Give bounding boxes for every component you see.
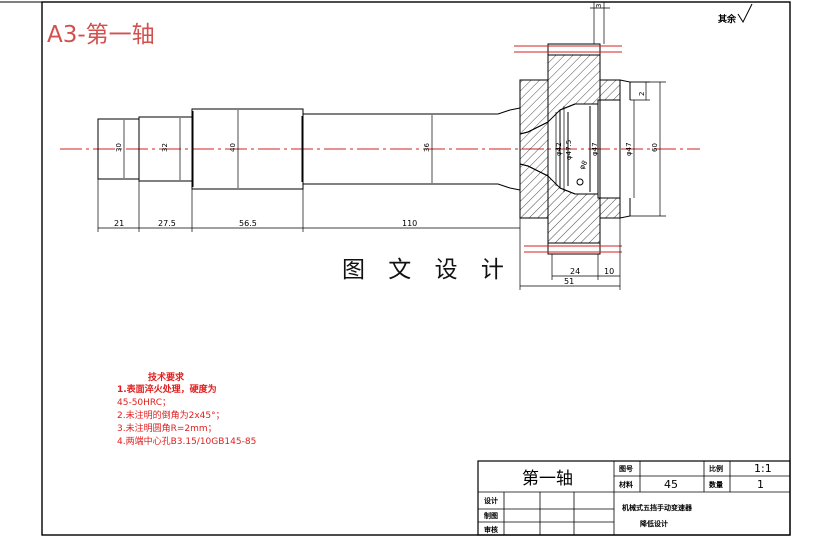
label-tuhao: 图号	[619, 464, 633, 473]
dim-l24: 24	[570, 267, 580, 276]
sheet-border	[41, 1, 791, 536]
dim-l565: 56.5	[239, 219, 257, 228]
qty-value: 1	[757, 478, 764, 491]
sheet-title: A3-第一轴	[47, 22, 155, 48]
tech-line-2: 2.未注明的倒角为2x45°；	[117, 409, 225, 421]
part-name: 第一轴	[522, 469, 573, 489]
roughness-mark	[737, 3, 753, 24]
dim-d475: φ47.5	[565, 140, 573, 160]
dim-l275: 27.5	[158, 219, 176, 228]
hatch-upper	[519, 54, 621, 135]
dim-l3: 3	[595, 4, 603, 8]
dim-l2: 2	[638, 92, 646, 96]
technical-requirements: 技术要求 1.表面淬火处理，硬度为 45-50HRC； 2.未注明的倒角为2x4…	[117, 371, 256, 447]
scale-value: 1:1	[754, 462, 772, 475]
oil-hole	[576, 178, 584, 186]
roughness-symbol: 其余	[718, 3, 753, 25]
tech-line-1: 1.表面淬火处理，硬度为	[117, 383, 217, 395]
dim-l21: 21	[114, 219, 124, 228]
dim-l110: 110	[402, 219, 417, 228]
bearing-seat	[597, 99, 621, 199]
dim-d60: 60	[651, 143, 659, 152]
roughness-label: 其余	[718, 13, 737, 25]
shaft-outline	[97, 107, 521, 191]
dim-d30: 30	[115, 143, 123, 152]
dim-d47-inner: φ47	[591, 142, 599, 156]
tech-line-1b: 45-50HRC；	[117, 398, 171, 408]
dim-l51: 51	[564, 277, 574, 286]
title-block	[477, 460, 791, 536]
tech-line-3: 3.未注明圆角R=2mm；	[117, 422, 217, 434]
label-sheji: 设计	[484, 496, 498, 505]
dim-d32: 32	[161, 143, 169, 152]
dim-l10: 10	[604, 267, 614, 276]
tech-heading: 技术要求	[148, 371, 185, 383]
dim-d8: φ8	[578, 159, 589, 171]
label-cailiao: 材料	[618, 480, 633, 489]
label-bili: 比例	[709, 464, 723, 473]
label-shenhe: 审核	[484, 525, 498, 534]
length-dimensions	[97, 2, 650, 290]
dim-d42: φ42	[555, 142, 563, 156]
gear-pitch-lines	[514, 45, 622, 253]
label-shuliang: 数量	[709, 480, 723, 489]
hatch-lower	[519, 163, 621, 244]
dim-d36: 36	[423, 143, 431, 152]
tech-line-4: 4.两端中心孔B3.15/10GB145-85	[117, 435, 256, 447]
material-value: 45	[664, 478, 678, 491]
watermark-text: 图 文 设 计	[342, 257, 512, 283]
segment-d40	[191, 108, 304, 190]
project-line-2: 降低设计	[640, 519, 668, 528]
project-line-1: 机械式五挡手动变速器	[622, 503, 693, 512]
segment-d36	[303, 107, 521, 191]
dim-d47-outer: φ47	[625, 142, 633, 156]
dim-d40: 40	[229, 143, 237, 152]
label-zhitu: 制图	[484, 511, 498, 520]
